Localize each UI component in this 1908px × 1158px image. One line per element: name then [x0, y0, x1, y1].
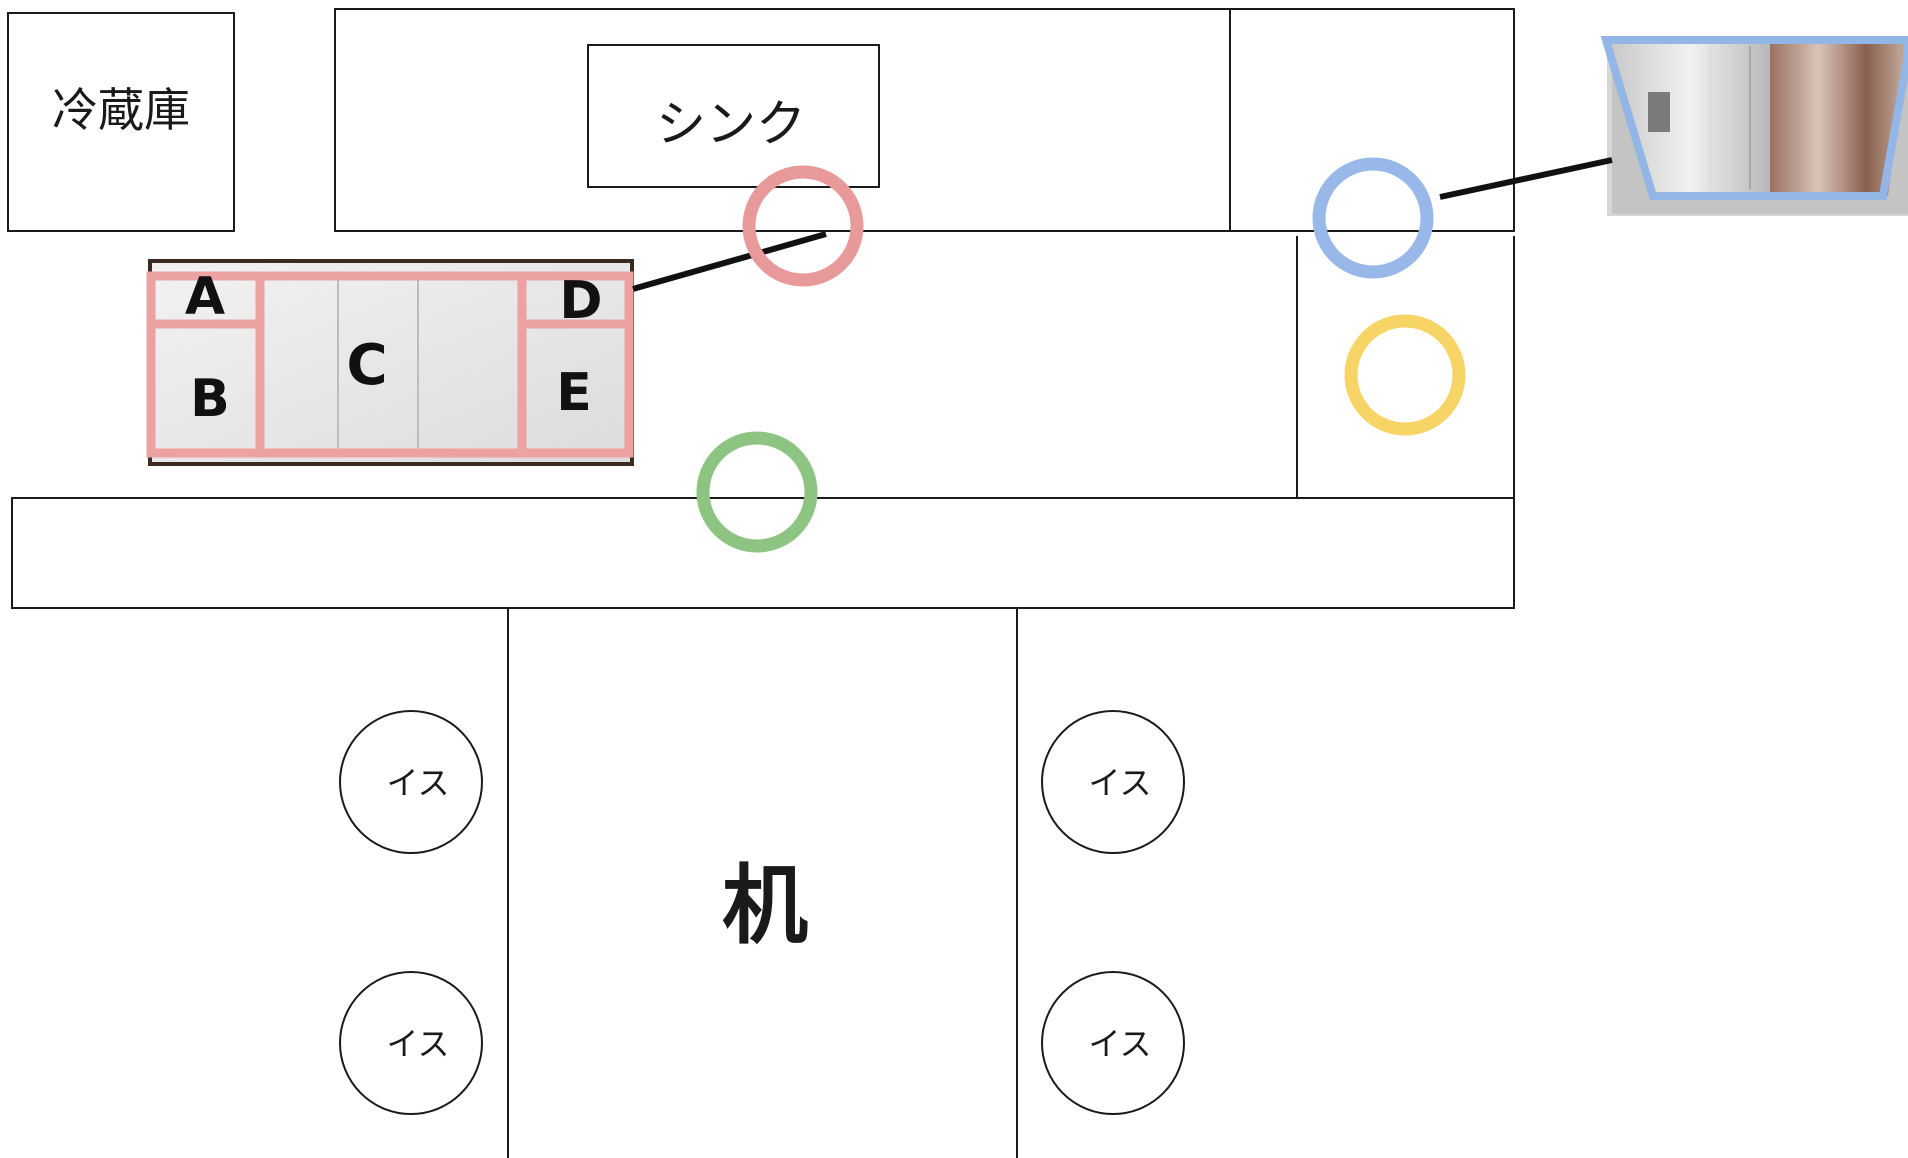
cabinet-section-b: B [190, 369, 230, 429]
drawer-connector-line [1439, 157, 1613, 200]
chair-right-top: イス [1041, 710, 1185, 854]
cabinet-section-e: E [556, 363, 592, 423]
sink: シンク [587, 44, 880, 188]
chair-label: イス [386, 1025, 449, 1063]
green-circle-marker [696, 431, 818, 553]
cabinet-section-a: A [185, 267, 225, 327]
chair-left-bottom: イス [339, 971, 483, 1115]
bottom-counter [11, 497, 1515, 609]
chair-left-top: イス [339, 710, 483, 854]
top-counter [334, 8, 1515, 232]
red-circle-marker [742, 165, 864, 287]
sink-label: シンク [656, 95, 806, 153]
drawer-photo-outline [1600, 36, 1908, 200]
desk-label: 机 [722, 856, 808, 956]
chair-label: イス [1088, 1025, 1151, 1063]
drawer-photo [1600, 36, 1908, 216]
blue-circle-marker [1312, 157, 1434, 279]
cabinet-section-d: D [559, 271, 602, 331]
yellow-circle-marker [1344, 314, 1466, 436]
desk: 机 [507, 608, 1018, 1158]
cabinet-section-c: C [346, 333, 387, 398]
refrigerator-label: 冷蔵庫 [52, 83, 190, 137]
chair-label: イス [386, 764, 449, 802]
cabinet-section-outline [146, 271, 634, 458]
chair-label: イス [1088, 764, 1151, 802]
cabinet-connector-line [632, 231, 827, 292]
chair-right-bottom: イス [1041, 971, 1185, 1115]
refrigerator: 冷蔵庫 [7, 12, 235, 232]
cabinet-photo: A B C D E [146, 259, 634, 466]
